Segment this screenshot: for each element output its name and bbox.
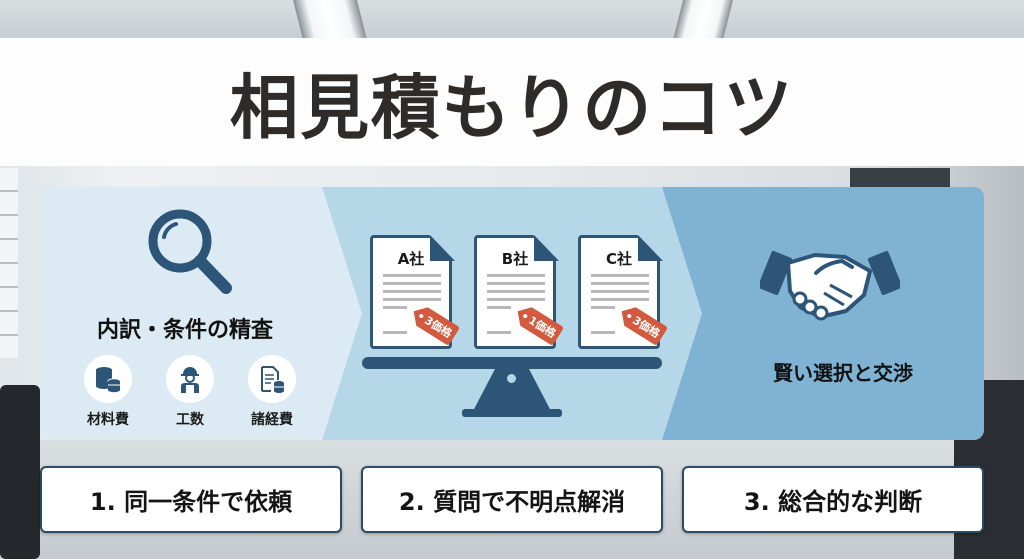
worker-icon (166, 355, 214, 403)
chair (0, 385, 40, 559)
step-1: 1. 同一条件で依頼 (40, 466, 342, 533)
expenses-document-icon (248, 355, 296, 403)
review-section: 内訳・条件の精査 材料費 (40, 187, 330, 440)
document-fold (638, 235, 663, 261)
cost-item-labor: 工数 (157, 355, 223, 429)
cost-breakdown-list: 材料費 工数 (75, 355, 305, 429)
step-3: 3. 総合的な判断 (682, 466, 984, 533)
decide-section: 賢い選択と交渉 (702, 187, 984, 440)
page-title: 相見積もりのコツ (229, 66, 795, 149)
decide-title: 賢い選択と交渉 (773, 361, 913, 385)
document-fold (430, 235, 455, 261)
company-label: C社 (605, 250, 632, 268)
company-label: B社 (501, 250, 529, 268)
balance-scale-icon (362, 357, 662, 369)
document-lines (383, 274, 441, 339)
company-label: A社 (397, 250, 425, 268)
process-panel: 内訳・条件の精査 材料費 (40, 187, 984, 440)
title-band: 相見積もりのコツ (0, 38, 1024, 166)
document-fold (534, 235, 559, 261)
cost-item-expenses: 諸経費 (239, 355, 305, 429)
cost-item-label: 工数 (176, 412, 204, 428)
cost-item-label: 材料費 (87, 412, 129, 428)
materials-cost-icon (84, 355, 132, 403)
ceiling-light (293, 0, 367, 40)
quote-documents: A社 3価格 B社 1価格 C社 3価格 (370, 235, 662, 351)
ceiling-light (673, 0, 733, 40)
cost-item-label: 諸経費 (251, 412, 293, 428)
cost-item-materials: 材料費 (75, 355, 141, 429)
step-2: 2. 質問で不明点解消 (361, 466, 663, 533)
document-lines (487, 274, 545, 339)
scale-pin (507, 374, 516, 383)
ceiling (0, 0, 1024, 40)
tips-steps: 1. 同一条件で依頼 2. 質問で不明点解消 3. 総合的な判断 (40, 466, 984, 533)
handshake-icon (760, 250, 900, 321)
document-lines (591, 274, 649, 339)
scale-base (462, 409, 562, 417)
compare-section: A社 3価格 B社 1価格 C社 3価格 (322, 187, 702, 440)
review-title: 内訳・条件の精査 (96, 318, 273, 343)
window (0, 168, 18, 358)
magnifier-icon (148, 209, 232, 294)
